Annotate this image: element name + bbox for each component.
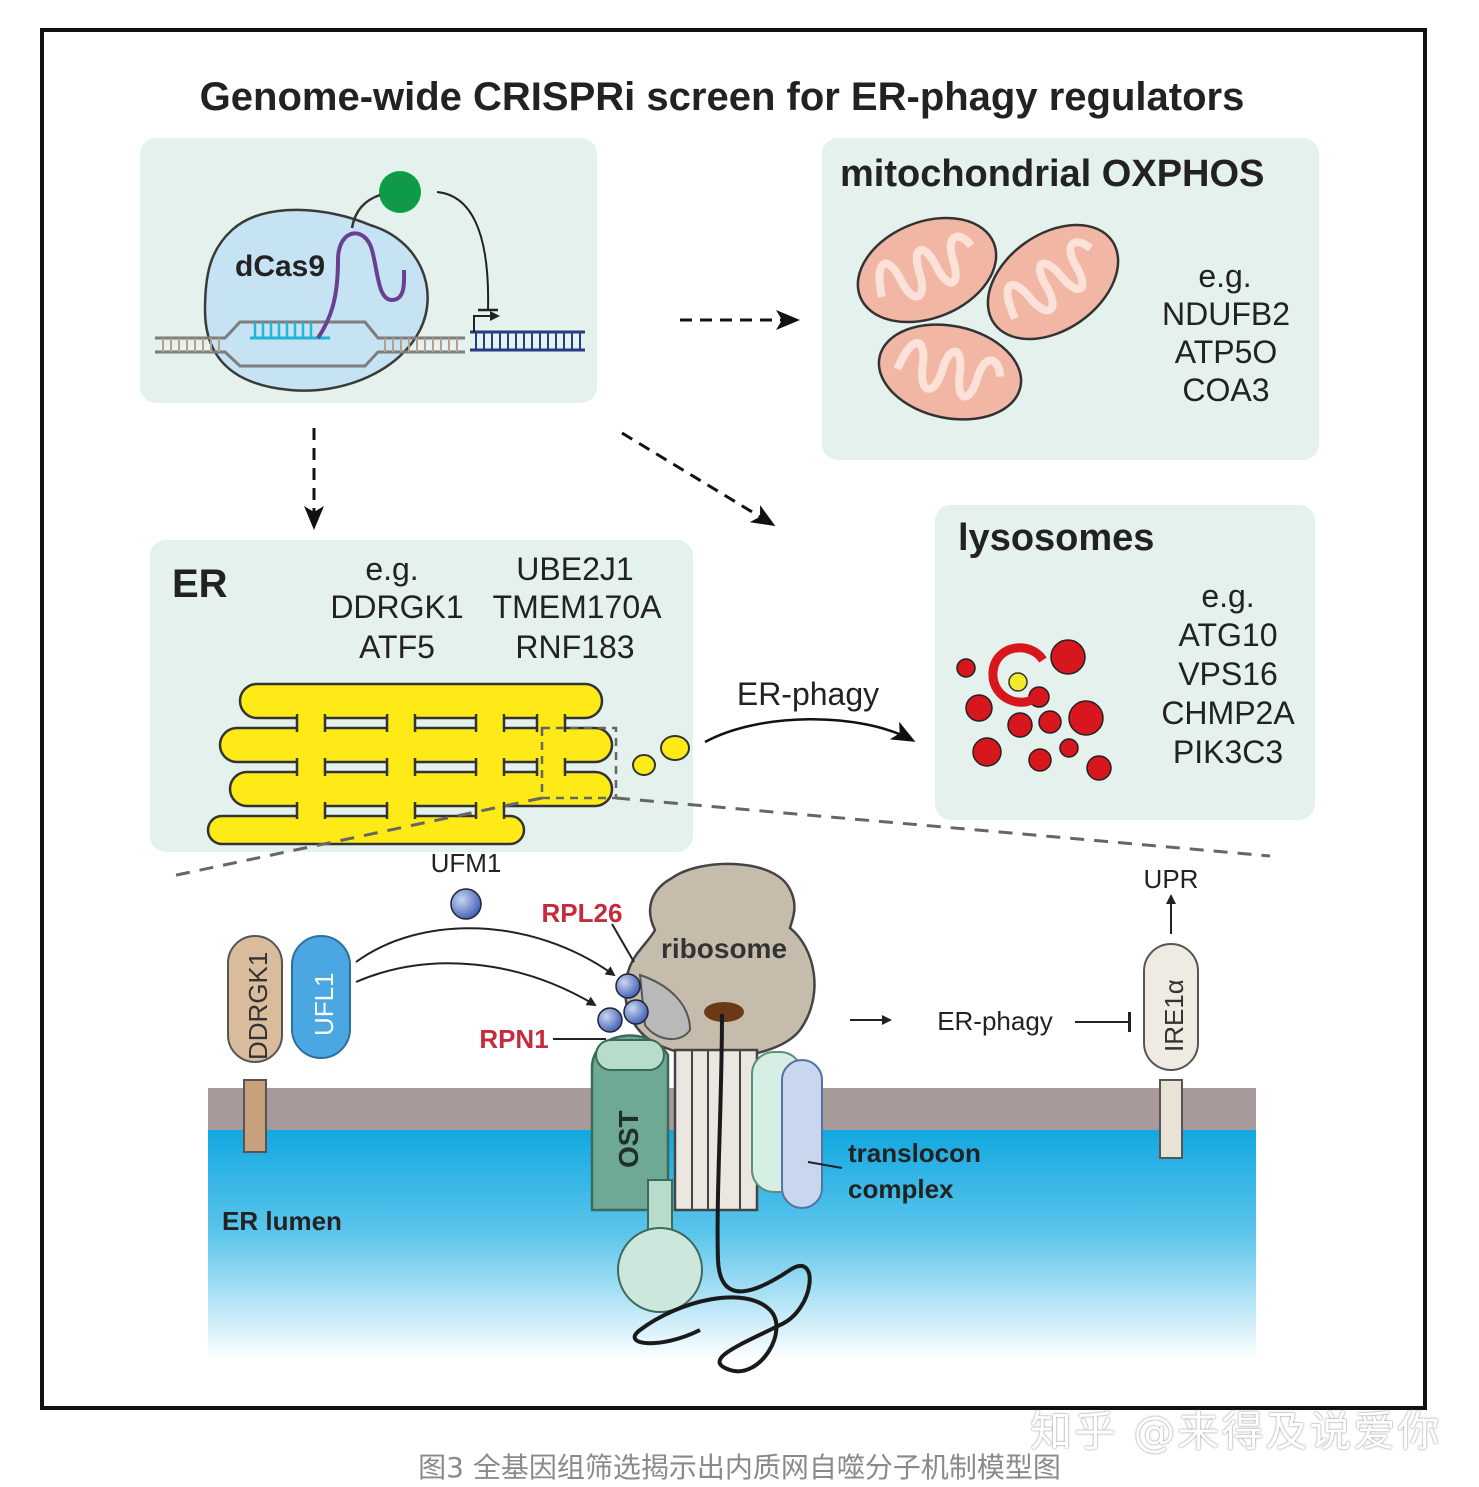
rpl26-domain bbox=[638, 973, 692, 1040]
ost-complex: OST bbox=[590, 1034, 703, 1313]
transfer-arrow-upper bbox=[355, 927, 616, 977]
ire1a-label: IRE1α bbox=[1159, 979, 1189, 1052]
er-lumen-label: ER lumen bbox=[222, 1206, 342, 1236]
repressor-domain bbox=[379, 171, 421, 213]
er-vesicles bbox=[632, 735, 690, 776]
upr-label: UPR bbox=[1144, 864, 1199, 894]
lyso-panel: lysosomes e.g. ATG10 VPS16 CHMP2A PIK3C3 bbox=[935, 505, 1315, 820]
ufm1-beads-ribosome bbox=[597, 973, 649, 1033]
nascent-chain bbox=[632, 1013, 812, 1374]
ufl1-protein: UFL1 bbox=[291, 935, 351, 1059]
mitochondrion-3 bbox=[877, 323, 1023, 421]
mito-gene-2: ATP5O bbox=[1175, 334, 1278, 370]
membrane-scene: ER lumen DDRGK1 UFL1 UFM1 ribosome RPL26… bbox=[208, 848, 1256, 1374]
zoom-line-left bbox=[171, 796, 543, 878]
target-gene bbox=[470, 311, 585, 352]
mito-eg: e.g. bbox=[1198, 258, 1251, 294]
ufm1-bead bbox=[450, 888, 482, 920]
repression-arrow bbox=[436, 191, 490, 311]
zoom-box bbox=[540, 726, 618, 800]
translocon-label-2: complex bbox=[848, 1174, 954, 1204]
mitochondrion-1 bbox=[856, 216, 998, 324]
arrow-to-lyso bbox=[621, 431, 776, 527]
lyso-gene-2: VPS16 bbox=[1178, 656, 1278, 692]
translocon bbox=[673, 1048, 823, 1212]
er-gene-ddrgk1: DDRGK1 bbox=[330, 589, 463, 625]
ribosome-label: ribosome bbox=[661, 933, 787, 964]
er-gene-ube2j1: UBE2J1 bbox=[516, 551, 633, 587]
dna-rungs-left bbox=[162, 338, 458, 352]
ddrgk1-protein: DDRGK1 bbox=[227, 935, 283, 1153]
repressor-linker bbox=[350, 193, 381, 229]
lyso-gene-1: ATG10 bbox=[1179, 617, 1278, 653]
ufm1-label: UFM1 bbox=[431, 848, 502, 878]
rpl26-label: RPL26 bbox=[542, 898, 623, 928]
ufl1-label: UFL1 bbox=[309, 972, 339, 1036]
er-gene-tmem170a: TMEM170A bbox=[493, 589, 663, 625]
ddrgk1-label: DDRGK1 bbox=[243, 952, 273, 1060]
mito-title: mitochondrial OXPHOS bbox=[840, 153, 1264, 195]
transfer-arrow-lower bbox=[355, 962, 597, 1007]
dna-target-rungs bbox=[253, 322, 313, 338]
lyso-title: lysosomes bbox=[958, 517, 1154, 559]
er-gene-rnf183: RNF183 bbox=[515, 629, 634, 665]
translocon-label-1: translocon bbox=[848, 1138, 981, 1168]
sgrna bbox=[316, 231, 407, 340]
figure-title: Genome-wide CRISPRi screen for ER-phagy … bbox=[200, 75, 1245, 119]
ost-label: OST bbox=[613, 1110, 644, 1168]
mito-gene-3: COA3 bbox=[1182, 372, 1269, 408]
zoom-line-right bbox=[615, 796, 1271, 858]
er-panel: ER e.g. DDRGK1 ATF5 UBE2J1 TMEM170A RNF1… bbox=[150, 540, 693, 852]
mito-gene-1: NDUFB2 bbox=[1162, 296, 1290, 332]
ire1a-protein: IRE1α bbox=[1143, 943, 1199, 1159]
mitochondrion-2 bbox=[986, 223, 1120, 341]
ribosome-exit-tunnel bbox=[704, 1002, 744, 1022]
autophagosome bbox=[988, 643, 1047, 707]
er-title: ER bbox=[172, 562, 228, 606]
er-cargo bbox=[1008, 672, 1028, 692]
crispri-panel: dCas9 bbox=[140, 138, 597, 403]
er-eg: e.g. bbox=[365, 551, 418, 587]
er-gene-atf5: ATF5 bbox=[359, 629, 435, 665]
lyso-gene-4: PIK3C3 bbox=[1173, 734, 1283, 770]
translocon-pointer bbox=[807, 1161, 843, 1169]
dcas9-label: dCas9 bbox=[235, 250, 325, 283]
rpl26-pointer bbox=[611, 923, 635, 963]
er-phagy-label: ER-phagy bbox=[937, 1006, 1053, 1036]
mito-panel: mitochondrial OXPHOS e.g. NDUFB2 ATP5O C… bbox=[822, 138, 1319, 460]
er-phagy-arrow-label: ER-phagy bbox=[737, 676, 879, 712]
lyso-eg: e.g. bbox=[1201, 578, 1254, 614]
watermark: 知乎 @来得及说爱你 bbox=[1030, 1407, 1442, 1456]
er-phagy-arrow bbox=[704, 718, 916, 744]
lyso-gene-3: CHMP2A bbox=[1161, 695, 1295, 731]
rpn1-label: RPN1 bbox=[479, 1024, 548, 1054]
figure-caption: 图3 全基因组筛选揭示出内质网自噬分子机制模型图 bbox=[418, 1451, 1061, 1484]
